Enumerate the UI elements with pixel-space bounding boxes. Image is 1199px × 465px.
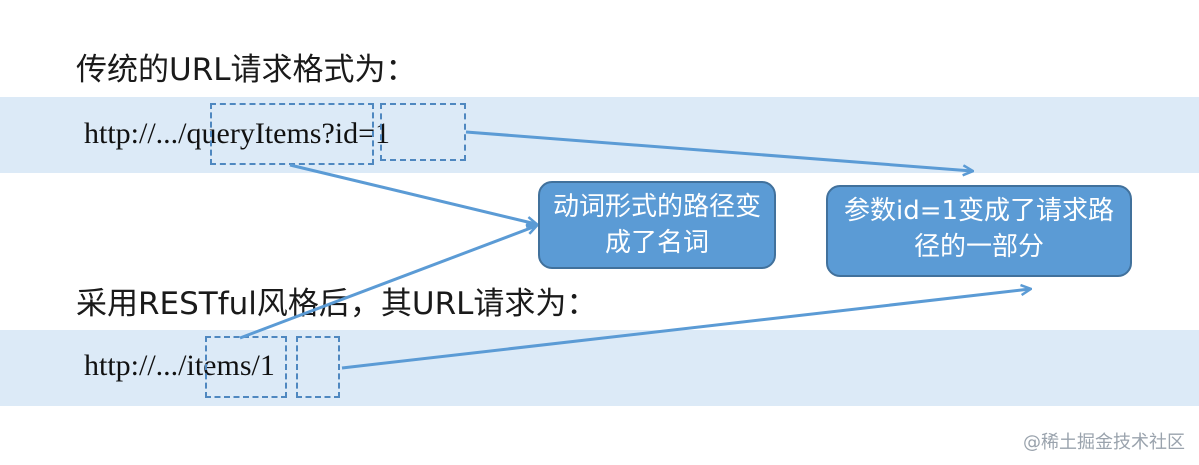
heading-restful: 采用RESTful风格后，其URL请求为：	[76, 286, 598, 322]
arrow-one-to-param-callout	[341, 289, 1030, 370]
callout-verb-to-noun: 动词形式的路径变成了名词	[538, 181, 776, 269]
arrow-items-to-verb-callout	[239, 226, 536, 340]
url-traditional-path: queryItems	[186, 117, 322, 150]
url-restful-param: 1	[259, 349, 275, 382]
watermark-text: @稀土掘金技术社区	[1023, 432, 1185, 453]
arrow-query-items-to-verb-callout	[289, 163, 536, 224]
url-restful: http://.../items/1	[84, 348, 275, 384]
arrow-id-param-to-param-callout	[465, 130, 972, 171]
url-restful-path: items/	[186, 349, 260, 382]
url-traditional-prefix: http://.../	[84, 117, 187, 150]
url-band-restful	[0, 330, 1199, 406]
url-traditional: http://.../queryItems?id=1	[84, 116, 390, 152]
callout-param-in-path: 参数id=1变成了请求路径的一部分	[826, 185, 1132, 277]
url-restful-prefix: http://.../	[84, 349, 187, 382]
heading-traditional: 传统的URL请求格式为：	[76, 52, 417, 88]
dash-box-id-param	[380, 103, 466, 161]
url-traditional-param: ?id=1	[321, 117, 391, 150]
dash-box-one	[296, 336, 340, 398]
url-band-traditional	[0, 97, 1199, 173]
